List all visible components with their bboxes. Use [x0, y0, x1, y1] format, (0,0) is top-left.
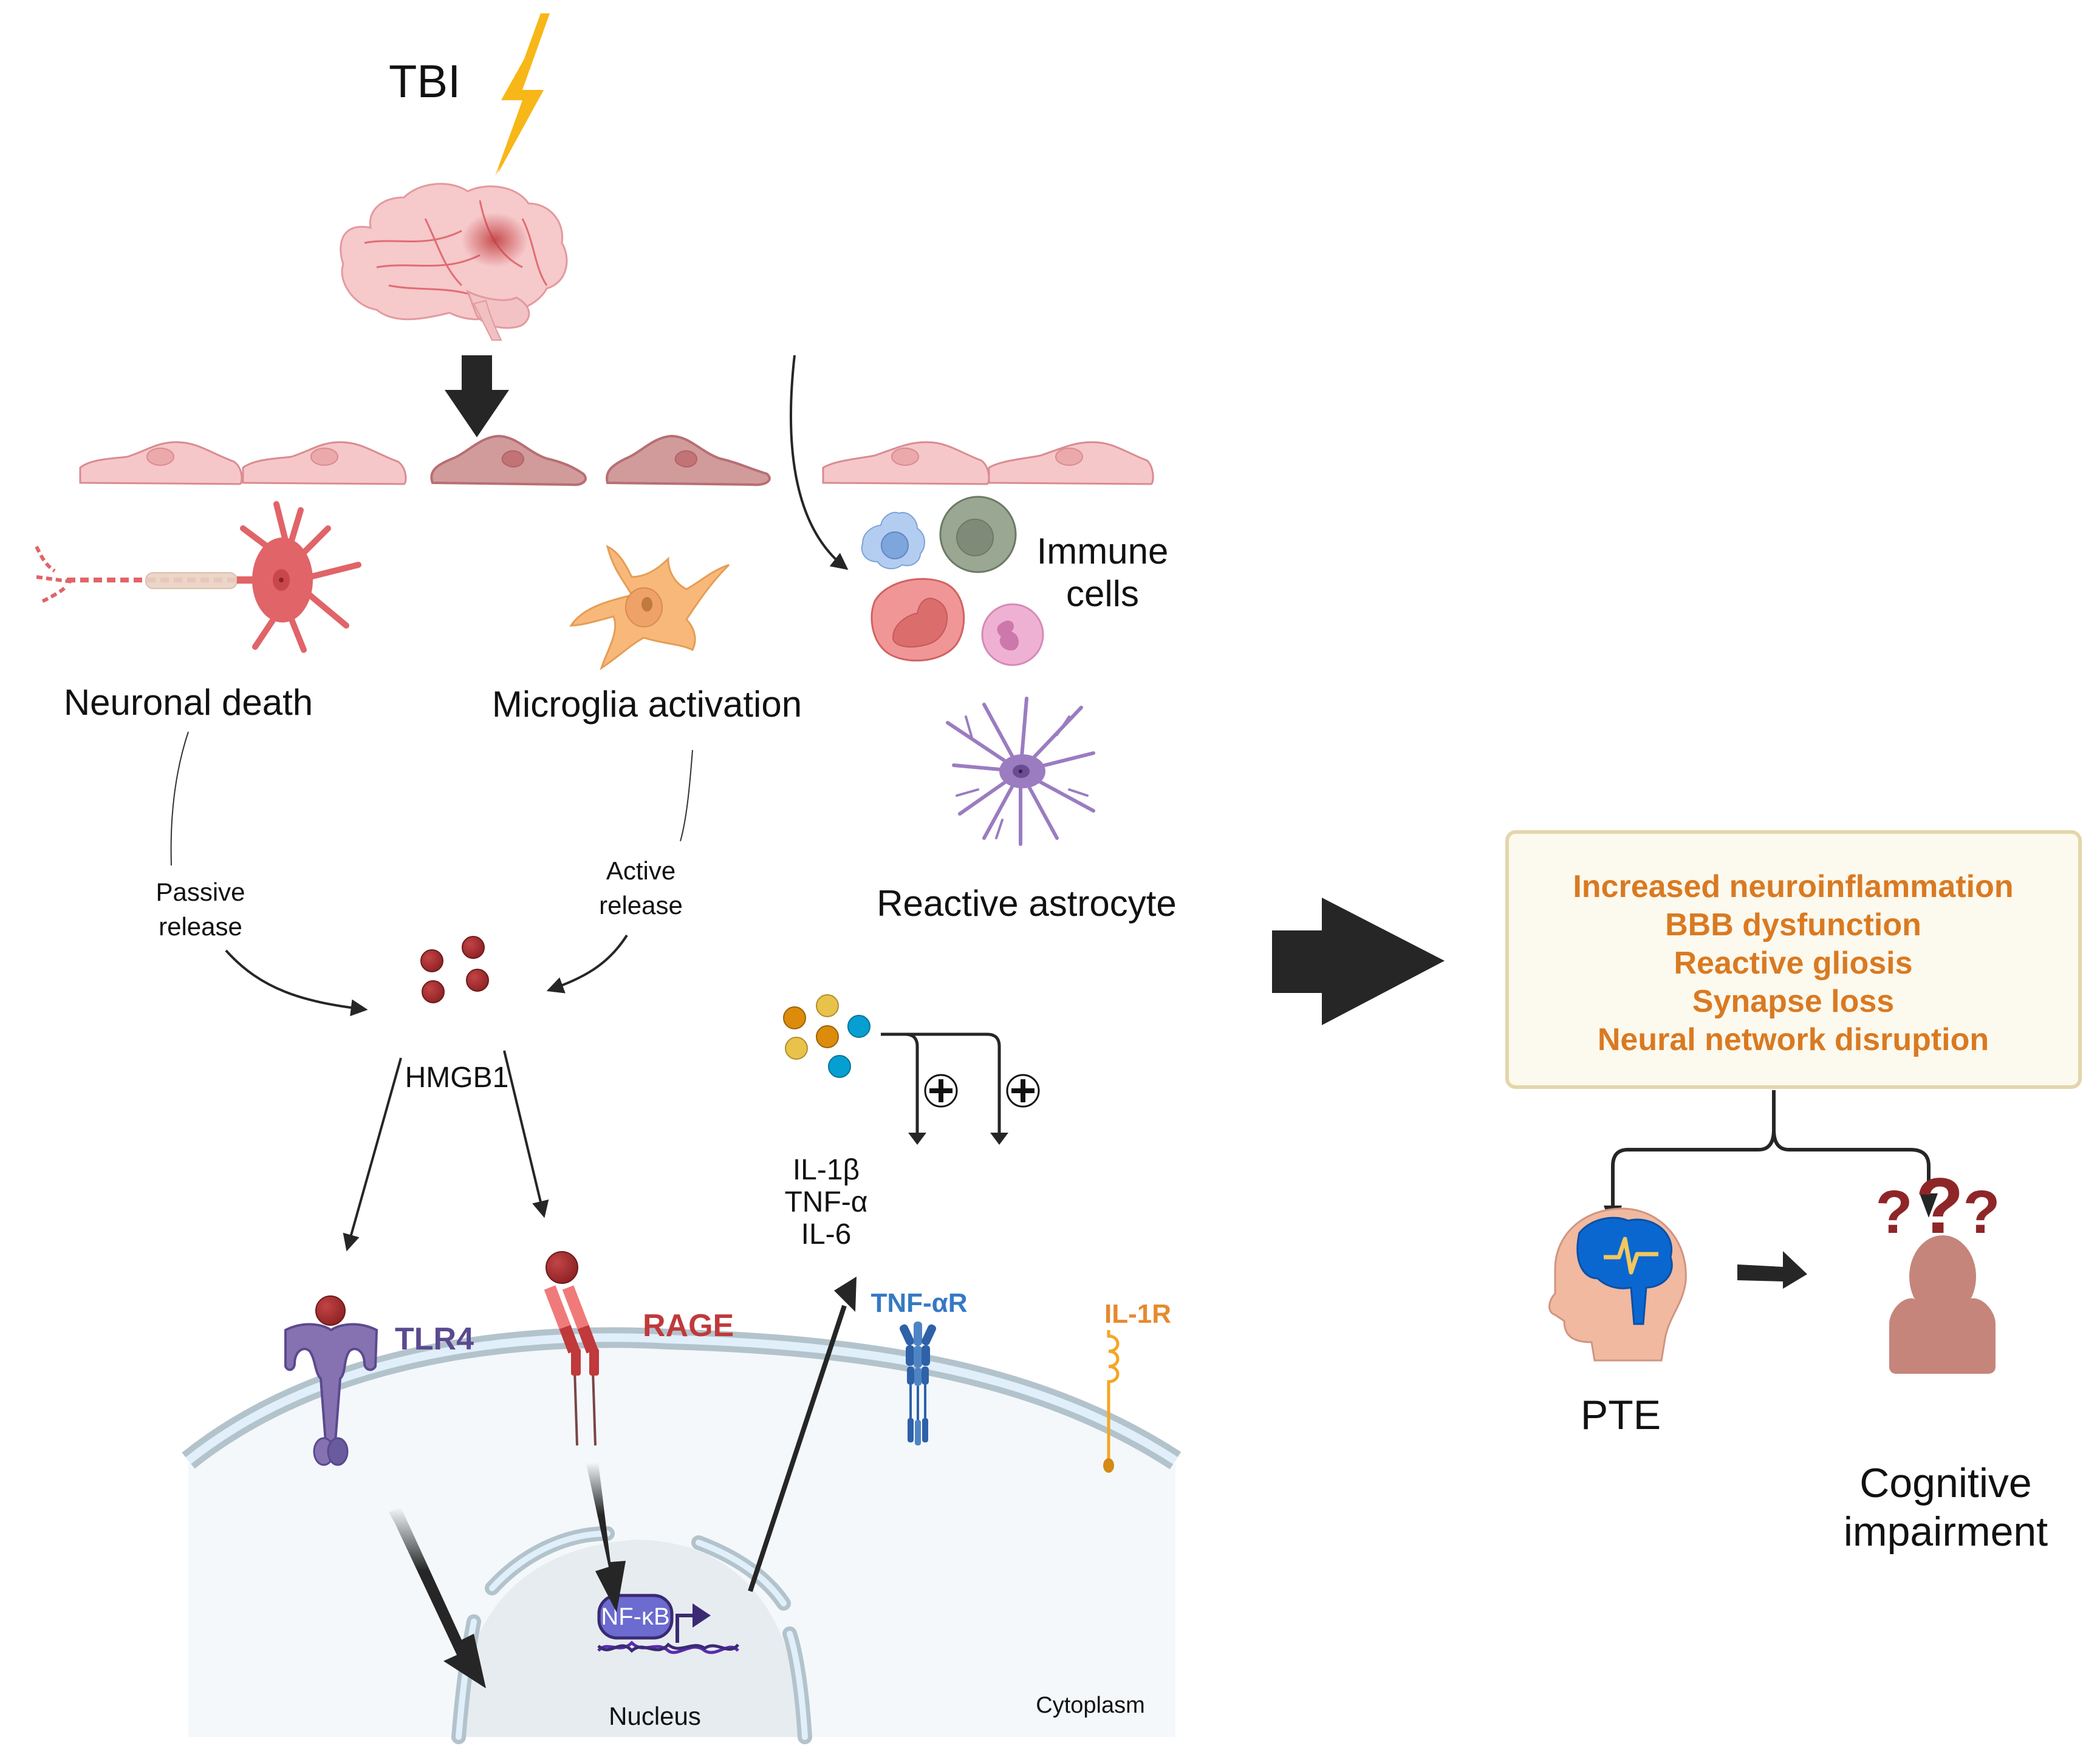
endothelial-cell — [988, 441, 1154, 485]
outcome-item: BBB dysfunction — [1665, 907, 1921, 943]
endothelial-layer — [79, 434, 1154, 486]
il1r-receptor — [1103, 1330, 1120, 1473]
passive-release-label-line2: release — [159, 912, 242, 941]
outcome-item: Synapse loss — [1692, 984, 1894, 1019]
rage-label: RAGE — [643, 1308, 734, 1343]
cytokine-to-tnfr-arrow — [881, 1032, 919, 1136]
cytoplasm-label: Cytoplasm — [1036, 1693, 1145, 1718]
hmgb1-molecules — [420, 936, 489, 1003]
immune-cells-icon — [861, 496, 1044, 666]
passive-release-arrow — [225, 949, 368, 1017]
endothelial-cell — [79, 441, 243, 485]
infiltration-arrow — [790, 355, 849, 570]
immune-cells-label-line2: cells — [1066, 573, 1139, 614]
passive-release-line — [170, 731, 189, 866]
plus-icon — [1006, 1074, 1040, 1108]
astrocyte-icon — [946, 697, 1095, 846]
svg-text:?: ? — [1875, 1178, 1912, 1246]
cytokine-molecule — [783, 1006, 806, 1029]
branch-connector — [1611, 1090, 1931, 1209]
outcome-item: Increased neuroinflammation — [1573, 869, 2013, 904]
cytokine-label: IL-1β — [793, 1154, 860, 1186]
hmgb1-molecule — [422, 980, 445, 1003]
question-marks-icon: ? ? ? — [1875, 1161, 2000, 1250]
pte-label: PTE — [1581, 1392, 1661, 1438]
pte-to-cognitive-arrow — [1737, 1251, 1807, 1289]
neuron-icon — [35, 501, 361, 653]
monocyte — [870, 578, 965, 662]
microglia-icon — [569, 545, 730, 670]
svg-text:?: ? — [1963, 1178, 2000, 1246]
tbi-label: TBI — [389, 56, 460, 107]
lymphocyte — [939, 496, 1017, 573]
rage-signal-arrow — [586, 1462, 626, 1612]
cytokine-molecule — [847, 1015, 870, 1038]
brain-icon — [340, 13, 568, 341]
endothelial-cell — [822, 441, 990, 485]
nucleus-label: Nucleus — [609, 1702, 701, 1730]
outcomes-box: Increased neuroinflammation BBB dysfunct… — [1505, 830, 2082, 1089]
cognitive-label-line2: impairment — [1844, 1509, 2048, 1555]
cytokine-to-il1r-arrow — [905, 1032, 1001, 1136]
transcription-arrow-icon — [675, 1614, 696, 1643]
microglia-label: Microglia activation — [492, 684, 802, 725]
tnfr-label: TNF-αR — [870, 1288, 967, 1318]
hmgb1-molecule — [420, 949, 443, 972]
tlr4-signal-arrow — [389, 1507, 486, 1688]
tlr4-receptor — [284, 1295, 378, 1466]
outcome-item: Reactive gliosis — [1674, 946, 1912, 981]
reactive-astrocyte-label: Reactive astrocyte — [877, 883, 1177, 924]
tnfr-receptor — [900, 1322, 936, 1445]
outcome-item: Neural network disruption — [1598, 1022, 1989, 1057]
svg-text:?: ? — [1915, 1161, 1963, 1250]
active-release-label-line2: release — [599, 891, 683, 919]
cytokine-molecule — [816, 1025, 839, 1048]
tlr4-label: TLR4 — [395, 1322, 474, 1357]
hmgb1-molecule — [466, 969, 489, 992]
cytokine-molecules — [783, 994, 870, 1078]
immune-cells-label-line1: Immune — [1037, 531, 1169, 571]
rage-receptor — [544, 1251, 599, 1446]
nfkb-to-cytokine-arrow — [748, 1305, 847, 1592]
active-release-arrow — [546, 934, 628, 994]
hmgb1-label: HMGB1 — [405, 1062, 509, 1094]
cell-body — [182, 1327, 1182, 1737]
cytokine-label: IL-6 — [801, 1218, 852, 1250]
active-release-line — [680, 749, 693, 842]
plus-icon — [924, 1074, 958, 1108]
endothelial-cell — [242, 441, 407, 485]
hmgb1-to-rage-arrow — [503, 1050, 549, 1218]
nfkb-label: NF-κB — [601, 1603, 669, 1630]
damaged-endothelial-cell — [430, 434, 587, 486]
hmgb1-to-tlr4-arrow — [343, 1057, 402, 1252]
right-arrow — [1272, 898, 1445, 1025]
down-arrow — [445, 355, 509, 437]
cytokine-molecule — [828, 1055, 851, 1078]
il1r-label: IL-1R — [1104, 1299, 1171, 1329]
cytokine-label: TNF-α — [784, 1186, 867, 1218]
person-icon — [1889, 1235, 1996, 1374]
damaged-endothelial-cell — [606, 434, 771, 486]
pte-head-icon — [1548, 1207, 1687, 1362]
passive-release-label-line1: Passive — [156, 878, 245, 906]
bound-hmgb1 — [315, 1295, 346, 1326]
hmgb1-molecule — [462, 936, 485, 959]
cytokine-molecule — [785, 1037, 808, 1060]
neuronal-death-label: Neuronal death — [64, 682, 313, 723]
active-release-label-line1: Active — [606, 856, 675, 885]
cognitive-label-line1: Cognitive — [1859, 1460, 2032, 1506]
neutrophil — [981, 603, 1044, 666]
macrophage — [861, 511, 925, 570]
bound-hmgb1 — [546, 1251, 578, 1284]
cytokine-molecule — [816, 994, 839, 1017]
